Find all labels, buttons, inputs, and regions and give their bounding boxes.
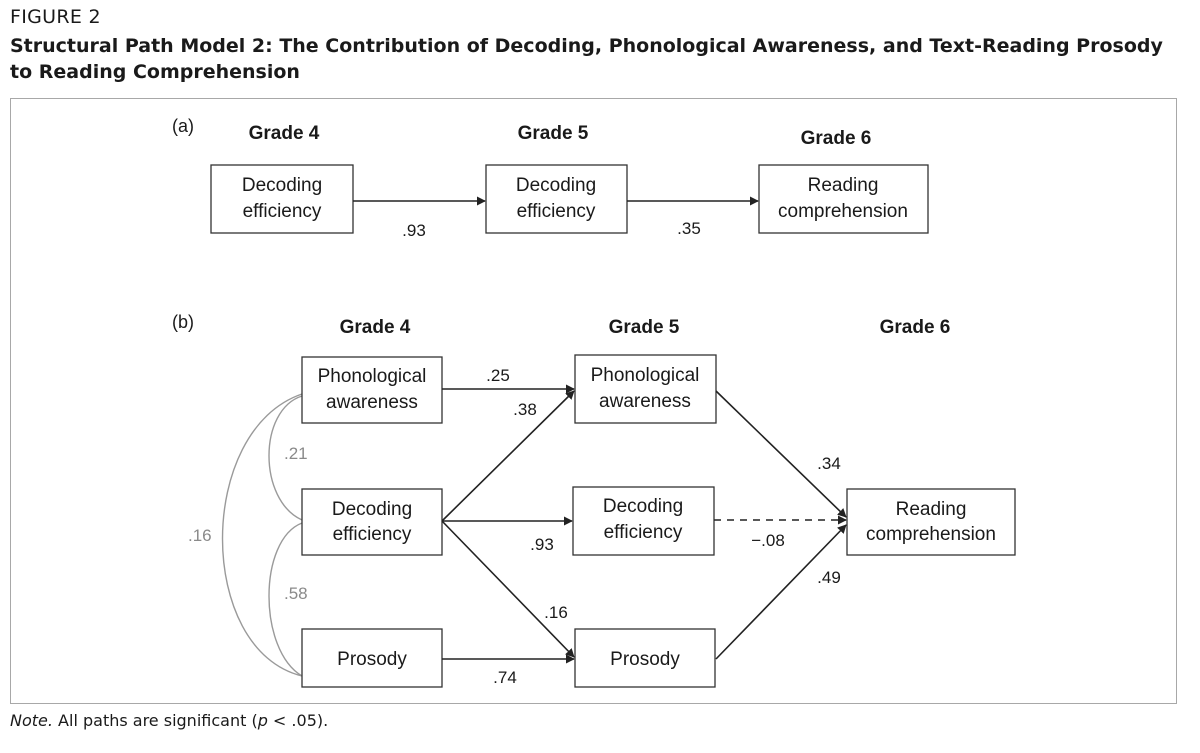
coef-pros5-read6: .49 [817,568,841,587]
arrow-phon5-read6 [715,390,847,518]
svg-text:comprehension: comprehension [778,201,908,222]
panel-b-grade-6: Grade 6 [880,317,951,338]
panel-b-box-grade6-reading: Reading comprehension [846,488,1016,556]
panel-b-grade-5: Grade 5 [609,317,680,338]
coef-dec4-phon5: .38 [513,400,537,419]
panel-a-box-grade5-decoding: Decoding efficiency [485,164,628,234]
panel-b-box-grade4-phonological: Phonological awareness [301,356,443,424]
panel-a-grade-6: Grade 6 [801,128,872,149]
correlation-curve-phon-dec [268,395,303,521]
svg-text:awareness: awareness [326,392,418,413]
coef-dec4-dec5: .93 [530,535,554,554]
svg-text:Decoding: Decoding [332,499,412,520]
panel-a-grade-5: Grade 5 [518,123,589,144]
panel-a-coef-g4-g5: .93 [402,221,426,240]
svg-text:efficiency: efficiency [517,201,596,222]
svg-text:Phonological: Phonological [318,366,427,387]
panel-b-box-grade5-phonological: Phonological awareness [574,354,717,424]
panel-b-box-grade5-prosody: Prosody [574,628,716,688]
panel-b-box-grade4-prosody: Prosody [301,628,443,688]
coef-dec4-pros5: .16 [544,603,568,622]
coef-phon4-phon5: .25 [486,366,510,385]
correlation-curve-phon-pros [221,393,303,677]
panel-b-box-grade5-decoding: Decoding efficiency [572,486,715,556]
coef-pros4-pros5: .74 [493,668,517,687]
coef-dec5-read6: −.08 [751,531,785,550]
panel-b-grade-4: Grade 4 [340,317,411,338]
panel-a-coef-g5-g6: .35 [677,219,701,238]
panel-a-box-grade4-decoding: Decoding efficiency [210,164,354,234]
correlation-phon-pros: .16 [188,526,212,545]
note-text-a: All paths are significant ( [52,711,258,730]
figure-panel [10,98,1177,704]
panel-a-label: (a) [172,116,194,136]
arrow-dec4-phon5 [441,390,575,522]
coef-phon5-read6: .34 [817,454,841,473]
note-p: p [257,711,268,730]
svg-text:Prosody: Prosody [610,649,680,670]
svg-text:efficiency: efficiency [243,201,322,222]
note-text-b: < .05). [267,711,329,730]
panel-b-box-grade4-decoding: Decoding efficiency [301,488,443,556]
panel-a-box-grade6-reading: Reading comprehension [758,164,929,234]
svg-text:Decoding: Decoding [516,175,596,196]
svg-text:Phonological: Phonological [591,365,700,386]
panel-b-label: (b) [172,312,194,332]
svg-text:Decoding: Decoding [242,175,322,196]
correlation-phon-dec: .21 [284,444,308,463]
figure-label: FIGURE 2 [10,6,101,28]
svg-text:Prosody: Prosody [337,649,407,670]
svg-text:comprehension: comprehension [866,524,996,545]
arrow-pros5-read6 [715,524,847,660]
svg-text:Reading: Reading [808,175,879,196]
correlation-curve-dec-pros [268,522,303,677]
arrow-dec4-pros5 [441,520,575,658]
note-lead: Note. [10,711,53,730]
figure-title: Structural Path Model 2: The Contributio… [10,35,1163,83]
correlation-dec-pros: .58 [284,584,308,603]
svg-text:Reading: Reading [896,499,967,520]
svg-text:Decoding: Decoding [603,496,683,517]
panel-a-grade-4: Grade 4 [249,123,320,144]
svg-text:awareness: awareness [599,391,691,412]
figure-note: Note. All paths are significant (p < .05… [10,711,328,730]
svg-text:efficiency: efficiency [333,524,412,545]
svg-text:efficiency: efficiency [604,522,683,543]
